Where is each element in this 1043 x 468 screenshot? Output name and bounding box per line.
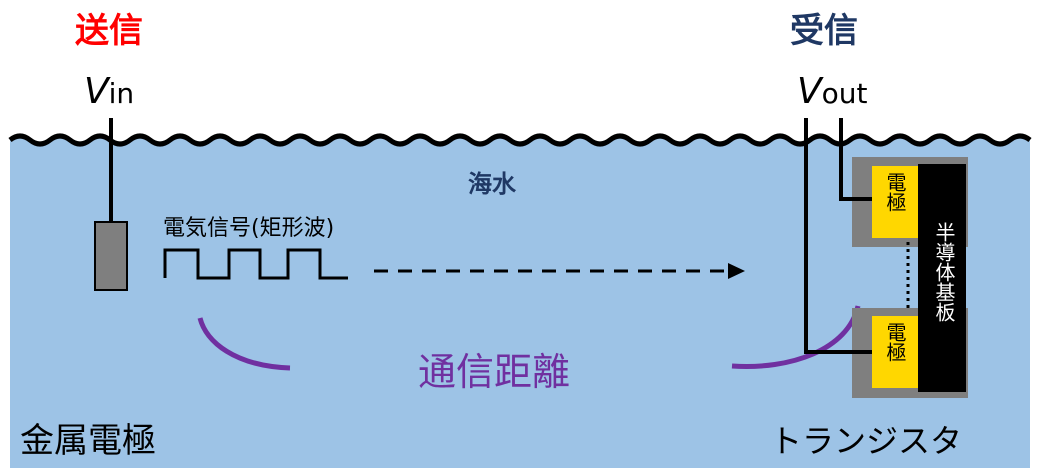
semiconductor-substrate	[918, 164, 966, 392]
water-surface-line	[8, 133, 1032, 147]
seawater-area	[10, 136, 1030, 468]
vout-label: Vout	[797, 71, 868, 112]
transistor-label: トランジスタ	[770, 422, 962, 460]
signal-label: 電気信号(矩形波)	[163, 216, 334, 241]
receive-label: 受信	[790, 11, 858, 51]
distance-arc-left	[197, 317, 291, 371]
vout-subscript: out	[822, 77, 868, 110]
vin-subscript: in	[109, 77, 135, 110]
electrode-bottom	[872, 316, 918, 388]
vin-label: Vin	[84, 71, 134, 112]
substrate-label: 半導体基板	[932, 222, 956, 322]
vout-main: V	[797, 71, 824, 112]
electrode-top	[872, 166, 918, 238]
send-label: 送信	[75, 11, 143, 51]
vin-main: V	[84, 71, 111, 112]
electrode-top-label: 電極	[883, 172, 907, 212]
electrode-bottom-label: 電極	[883, 322, 907, 362]
signal-arrow-head	[728, 263, 745, 279]
distance-label: 通信距離	[418, 350, 570, 394]
metal-electrode-block	[94, 221, 128, 291]
square-wave	[163, 248, 348, 280]
metal-electrode-label: 金属電極	[20, 421, 156, 461]
seawater-label: 海水	[468, 170, 517, 198]
